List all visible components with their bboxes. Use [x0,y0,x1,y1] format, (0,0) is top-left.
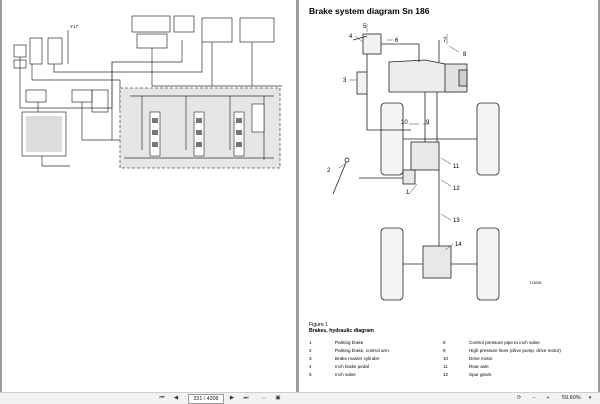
legend-text: Spur gears [469,372,492,377]
diagram-code: Y13008 [529,281,541,285]
brake-system-diagram: 1 2 3 4 5 6 7 8 9 10 11 12 13 14 Y13008 [327,24,541,301]
callout-2: 2 [327,168,331,174]
legend-num: 1 [309,340,312,345]
legend-text: Inch brake pedal [335,364,369,369]
legend-num: 5 [309,372,312,377]
zoom-dropdown-icon[interactable]: ▾ [588,395,592,401]
legend-text: High pressure lines (drive pump, drive m… [469,348,561,353]
legend-num: 11 [443,364,448,369]
page-right: Brake system diagram Sn 186 [299,0,598,392]
fit-page-icon[interactable]: ▣ [275,395,281,401]
first-page-icon[interactable]: ⏮ [159,395,165,401]
callout-13: 13 [453,218,460,224]
left-diagram-id: Y17 [70,24,79,29]
callout-9: 9 [426,120,430,126]
legend-text: Control pressure pipe to inch valve [469,340,540,345]
callout-3: 3 [343,78,347,84]
callout-12: 12 [453,186,460,192]
callout-11: 11 [453,164,460,170]
callout-7: 7 [443,38,447,44]
figure-caption: Brakes, hydraulic diagram [309,328,374,334]
legend-num: 9 [443,348,446,353]
pdf-toolbar: ⏮ ◀ 331 / 4308 ▶ ⏭ ⇔ ▣ ⟳ − + 59.60% ▾ [0,392,600,404]
figure-label: Figure 1 [309,322,329,328]
legend-num: 4 [309,364,312,369]
fit-width-icon[interactable]: ⇔ [261,395,267,401]
callout-6: 6 [395,38,399,44]
callout-10: 10 [401,120,408,126]
hydraulic-schematic: Y17 [13,15,282,169]
callout-8: 8 [463,52,467,58]
legend-text: Drive motor [469,356,493,361]
document-viewport[interactable]: Y17 Brake system diagram Sn 186 [0,0,600,392]
legend-text: Parking brake, control arm [335,348,389,353]
zoom-in-icon[interactable]: + [546,395,550,401]
legend-num: 12 [443,372,449,377]
legend-text: Parking brake [335,340,364,345]
last-page-icon[interactable]: ⏭ [243,395,249,401]
callout-5: 5 [363,24,367,30]
legend-num: 3 [309,356,312,361]
zoom-out-icon[interactable]: − [532,395,536,401]
prev-page-icon[interactable]: ◀ [173,395,179,401]
legend-num: 8 [443,340,446,345]
page-number-input[interactable]: 331 / 4308 [188,394,224,404]
zoom-level[interactable]: 59.60% [562,395,581,401]
legend-text: Rear axle [469,364,489,369]
callout-14: 14 [455,242,462,248]
callout-4: 4 [349,34,353,40]
next-page-icon[interactable]: ▶ [229,395,235,401]
page-left: Y17 [2,0,296,392]
legend-num: 10 [443,356,449,361]
rotate-icon[interactable]: ⟳ [516,395,522,401]
legend-num: 2 [309,348,312,353]
legend-text: Brake master cylinder [335,356,380,361]
page-title: Brake system diagram Sn 186 [309,6,430,16]
callout-1: 1 [406,190,410,196]
legend-text: Inch valve [335,372,356,377]
